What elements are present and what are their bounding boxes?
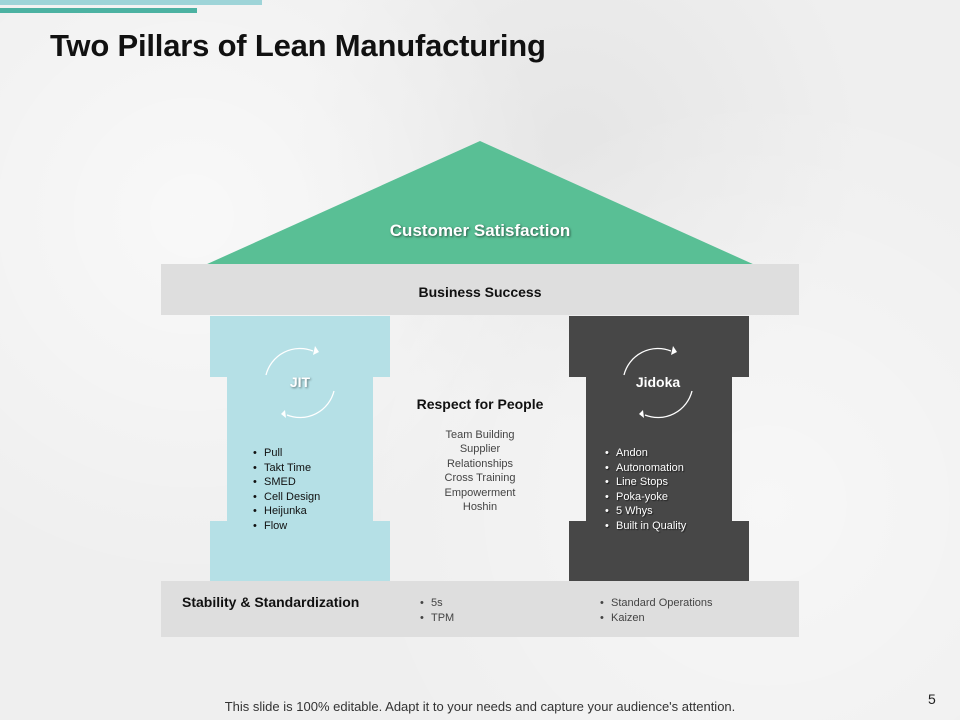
list-item: SMED (251, 475, 320, 490)
beam-label: Business Success (418, 284, 542, 300)
accent-bar-dark (0, 8, 197, 13)
list-item: TPM (418, 611, 454, 626)
list-item: Andon (603, 446, 686, 461)
roof-label: Customer Satisfaction (389, 221, 571, 240)
list-item: Flow (251, 519, 320, 534)
list-item: Takt Time (251, 461, 320, 476)
list-item: Built in Quality (603, 519, 686, 534)
respect-list: Team Building Supplier Relationships Cro… (390, 428, 570, 514)
list-item: Team Building (445, 429, 515, 441)
page-number: 5 (928, 691, 936, 707)
circular-arrows-icon (623, 346, 693, 419)
list-item: Supplier (459, 443, 501, 456)
base-label: Stability & Standardization (182, 594, 360, 610)
business-success-beam (161, 264, 799, 315)
list-item: Line Stops (603, 475, 686, 490)
list-item: Autonomation (603, 461, 686, 476)
list-item: Pull (251, 446, 320, 461)
base-list-1: 5s TPM (418, 596, 454, 625)
list-item: Standard Operations (598, 596, 713, 611)
list-item: Hoshin (462, 501, 498, 514)
accent-bar-light (0, 0, 262, 5)
jit-list: Pull Takt Time SMED Cell Design Heijunka… (251, 446, 320, 533)
list-item: Heijunka (251, 504, 320, 519)
list-item: Cell Design (251, 490, 320, 505)
list-item: Cross Training (444, 472, 516, 485)
base-list-2: Standard Operations Kaizen (598, 596, 713, 625)
list-item: 5 Whys (603, 504, 686, 519)
list-item: Kaizen (598, 611, 713, 626)
slide-title: Two Pillars of Lean Manufacturing (50, 28, 546, 63)
jidoka-list: Andon Autonomation Line Stops Poka-yoke … (603, 446, 686, 533)
list-item: 5s (418, 596, 454, 611)
jit-label: JIT (289, 374, 311, 390)
respect-title: Respect for People (416, 396, 544, 412)
roof-triangle (205, 141, 755, 265)
footer-note: This slide is 100% editable. Adapt it to… (224, 699, 736, 714)
list-item: Empowerment (444, 486, 516, 499)
circular-arrows-icon (265, 346, 335, 419)
jidoka-label: Jidoka (635, 374, 681, 390)
list-item: Poka-yoke (603, 490, 686, 505)
list-item: Relationships (446, 457, 514, 470)
